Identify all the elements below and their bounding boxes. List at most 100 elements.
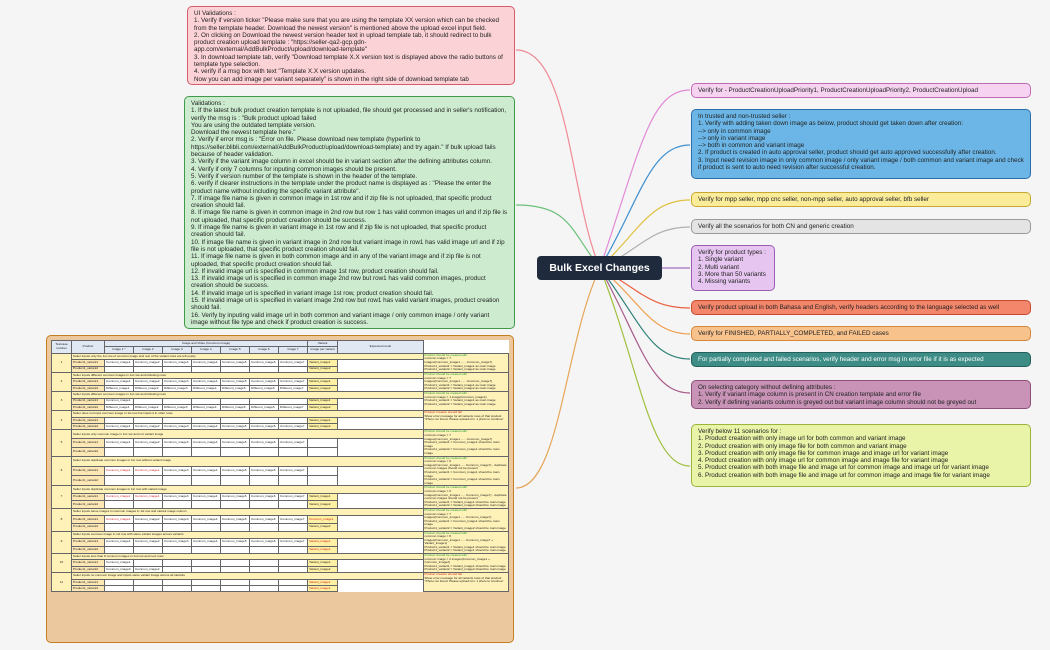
common-image-cell[interactable]: Common_image6	[249, 465, 279, 477]
variant-image-cell[interactable]: Variant_image2	[307, 423, 339, 431]
common-image-cell[interactable]	[220, 584, 250, 593]
variant-image-cell[interactable]: Variant_image2	[307, 365, 339, 373]
common-image-cell[interactable]	[277, 446, 309, 457]
common-image-cell[interactable]: Common_image7	[277, 515, 309, 524]
common-image-cell[interactable]	[104, 584, 134, 593]
common-image-cell[interactable]: Different_image7	[277, 403, 309, 412]
common-image-cell[interactable]	[133, 584, 163, 593]
product-cell[interactable]: Product1_variant2	[71, 475, 105, 487]
common-image-cell[interactable]	[133, 522, 163, 532]
common-image-cell[interactable]	[277, 522, 309, 532]
common-image-cell[interactable]: Common_image7	[277, 359, 309, 367]
common-image-cell[interactable]	[162, 584, 192, 593]
common-image-cell[interactable]: Common_image4	[191, 465, 221, 477]
common-image-cell[interactable]	[162, 446, 192, 457]
variant-image-cell[interactable]	[307, 438, 339, 448]
common-image-cell[interactable]	[249, 500, 279, 509]
common-image-cell[interactable]: Common_image3	[162, 438, 192, 448]
product-cell[interactable]: Product1_variant2	[71, 545, 105, 555]
common-image-cell[interactable]	[104, 545, 134, 555]
common-image-cell[interactable]: Common_image1	[104, 438, 134, 448]
common-image-cell[interactable]	[277, 584, 309, 593]
variant-image-cell[interactable]: Variant_image1	[307, 492, 339, 502]
variant-image-cell[interactable]: Variant_image2	[307, 403, 339, 412]
common-image-cell[interactable]	[162, 522, 192, 532]
common-image-cell[interactable]: Common_image1	[133, 492, 163, 502]
common-image-cell[interactable]: Common_image2	[133, 438, 163, 448]
product-cell[interactable]: Product1_variant2	[71, 522, 105, 532]
ui-validations-node[interactable]: UI Validations : 1. Verify if version ti…	[187, 6, 515, 85]
common-image-cell[interactable]: Common_image1	[104, 465, 134, 477]
common-image-cell[interactable]	[249, 446, 279, 457]
common-image-cell[interactable]	[277, 545, 309, 555]
common-image-cell[interactable]	[191, 545, 221, 555]
topic-cn-generic[interactable]: Verify all the scenarios for both CN and…	[691, 219, 1031, 234]
common-image-cell[interactable]: Common_image1	[104, 538, 134, 547]
common-image-cell[interactable]: Common_image3	[162, 538, 192, 547]
common-image-cell[interactable]	[104, 475, 134, 487]
common-image-cell[interactable]	[104, 522, 134, 532]
common-image-cell[interactable]	[220, 522, 250, 532]
variant-image-cell[interactable]: Variant_image1	[307, 378, 339, 386]
common-image-cell[interactable]	[249, 584, 279, 593]
validations-node[interactable]: Validations : 1. If the latest bulk prod…	[184, 96, 515, 329]
common-image-cell[interactable]: Common_image1	[104, 515, 134, 524]
common-image-cell[interactable]	[133, 446, 163, 457]
common-image-cell[interactable]: Common_image7	[277, 465, 309, 477]
variant-image-cell[interactable]: Variant_image1	[307, 538, 339, 547]
common-image-cell[interactable]: Common_image5	[220, 538, 250, 547]
common-image-cell[interactable]	[133, 475, 163, 487]
common-image-cell[interactable]	[133, 545, 163, 555]
common-image-cell[interactable]: Common_image2	[133, 538, 163, 547]
common-image-cell[interactable]	[191, 584, 221, 593]
common-image-cell[interactable]: Common_image6	[249, 515, 279, 524]
common-image-cell[interactable]	[277, 475, 309, 487]
common-image-cell[interactable]	[162, 545, 192, 555]
variant-image-cell[interactable]	[307, 475, 339, 487]
common-image-cell[interactable]	[191, 446, 221, 457]
common-image-cell[interactable]: Common_image7	[277, 538, 309, 547]
variant-image-cell[interactable]: Variant_image1	[307, 545, 339, 555]
common-image-cell[interactable]: Common_image5	[220, 465, 250, 477]
common-image-cell[interactable]: Different_image7	[277, 384, 309, 393]
topic-trusted-seller[interactable]: In trusted and non-trusted seller : 1. V…	[691, 109, 1031, 179]
common-image-cell[interactable]	[277, 416, 309, 425]
product-cell[interactable]: Product1_variant1	[71, 515, 105, 524]
topic-product-types[interactable]: Verify for product types : 1. Single var…	[691, 245, 775, 291]
variant-image-cell[interactable]: Variant_image1	[307, 584, 339, 593]
common-image-cell[interactable]	[104, 446, 134, 457]
common-image-cell[interactable]	[249, 545, 279, 555]
common-image-cell[interactable]	[162, 500, 192, 509]
common-image-cell[interactable]: Common_image6	[249, 438, 279, 448]
common-image-cell[interactable]: Common_image4	[191, 438, 221, 448]
common-image-cell[interactable]	[277, 397, 309, 405]
product-cell[interactable]: Product1_variant2	[71, 446, 105, 457]
product-cell[interactable]: Product1_variant2	[71, 500, 105, 509]
common-image-cell[interactable]: Common_image7	[277, 423, 309, 431]
topic-seller-types[interactable]: Verify for mpp seller, mpp cnc seller, n…	[691, 192, 1031, 207]
variant-image-cell[interactable]	[307, 465, 339, 477]
common-image-cell[interactable]	[220, 500, 250, 509]
variant-image-cell[interactable]: Variant_image2	[307, 384, 339, 393]
common-image-cell[interactable]	[249, 522, 279, 532]
variant-image-cell[interactable]: Variant_image2	[307, 522, 339, 532]
common-image-cell[interactable]	[162, 475, 192, 487]
common-image-cell[interactable]	[191, 522, 221, 532]
topic-language[interactable]: Verify product upload in both Bahasa and…	[691, 300, 1031, 315]
common-image-cell[interactable]	[249, 475, 279, 487]
scenario-table-node[interactable]: Testcase number Product Image and Video …	[46, 335, 514, 643]
common-image-cell[interactable]: Common_image3	[162, 465, 192, 477]
common-image-cell[interactable]: Common_image2	[133, 515, 163, 524]
topic-status-cases[interactable]: Verify for FINISHED, PARTIALLY_COMPLETED…	[691, 326, 1031, 341]
variant-image-cell[interactable]: Common_image1	[307, 515, 339, 524]
common-image-cell[interactable]: Common_image4	[191, 515, 221, 524]
common-image-cell[interactable]	[277, 500, 309, 509]
common-image-cell[interactable]: Common_image6	[249, 492, 279, 502]
common-image-cell[interactable]	[220, 446, 250, 457]
common-image-cell[interactable]: Common_image5	[220, 515, 250, 524]
common-image-cell[interactable]: Common_image6	[249, 538, 279, 547]
common-image-cell[interactable]: Common_image5	[220, 438, 250, 448]
common-image-cell[interactable]: Common_image3	[162, 515, 192, 524]
variant-image-cell[interactable]	[307, 446, 339, 457]
common-image-cell[interactable]	[191, 475, 221, 487]
